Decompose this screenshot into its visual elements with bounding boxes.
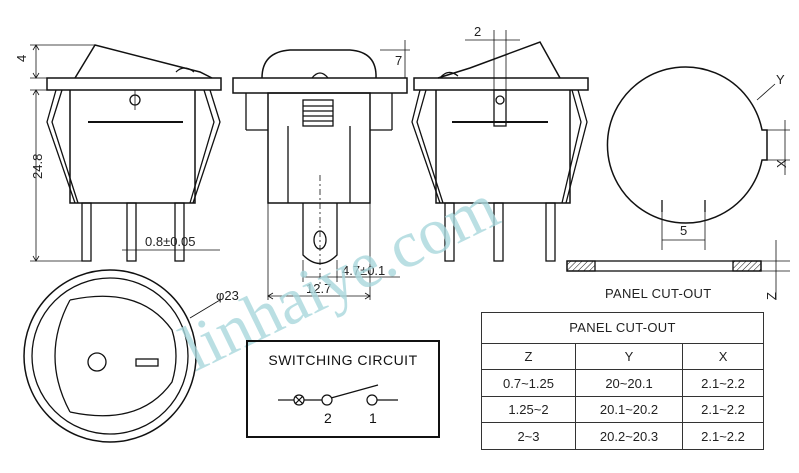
- panel-cutout-view: [566, 66, 790, 300]
- dimension-labels: 4 24.8 0.8±0.05 4.7±0.1 12.7 7 2 φ23 Y X…: [14, 24, 789, 303]
- side-view-right: [411, 30, 589, 262]
- dim-cutout-y-label: Y: [776, 72, 785, 87]
- table-title: PANEL CUT-OUT: [481, 312, 764, 344]
- table-row: 0.7~1.25 20~20.1 2.1~2.2: [481, 369, 764, 397]
- table-header-cell: Y: [574, 342, 684, 371]
- table-cell: 0.7~1.25: [481, 369, 576, 397]
- table-header-cell: X: [682, 342, 764, 371]
- switching-circuit-symbol: [278, 384, 398, 406]
- dim-cutout-x-label: X: [774, 159, 789, 168]
- panel-cutout-label: PANEL CUT-OUT: [605, 286, 712, 301]
- dim-rocker-offset-label: 2: [474, 24, 481, 39]
- dim-cutout-notch-label: 5: [680, 223, 687, 238]
- side-view-left: [30, 44, 222, 262]
- dim-pin-width-label: 0.8±0.05: [145, 234, 196, 249]
- dim-cap-label: 7: [395, 53, 402, 68]
- table-cell: 2~3: [481, 422, 576, 450]
- table-header-row: Z Y X: [481, 342, 764, 371]
- table-header-cell: Z: [481, 342, 576, 371]
- table-cell: 1.25~2: [481, 395, 576, 424]
- dim-total-height-label: 24.8: [30, 154, 45, 179]
- dim-body-width-label: 12.7: [306, 281, 331, 296]
- table-cell: 20.2~20.3: [574, 422, 684, 450]
- dim-pin-spacing-label: 4.7±0.1: [342, 263, 385, 278]
- terminal-1-label: 1: [369, 410, 377, 426]
- table-cell: 2.1~2.2: [682, 395, 764, 424]
- top-view-circle: [23, 269, 221, 443]
- dim-diameter-label: φ23: [216, 288, 239, 303]
- dim-height-label: 4: [14, 55, 29, 62]
- table-cell: 2.1~2.2: [682, 422, 764, 450]
- dim-cutout-z-label: Z: [764, 292, 779, 300]
- switching-circuit-title: SWITCHING CIRCUIT: [268, 352, 418, 368]
- switching-circuit-box: SWITCHING CIRCUIT 2 1: [246, 340, 440, 438]
- front-view-middle: [232, 40, 410, 300]
- terminal-2-label: 2: [324, 410, 332, 426]
- table-row: 2~3 20.2~20.3 2.1~2.2: [481, 422, 764, 450]
- table-cell: 20~20.1: [574, 369, 684, 397]
- table-cell: 2.1~2.2: [682, 369, 764, 397]
- table-row: 1.25~2 20.1~20.2 2.1~2.2: [481, 395, 764, 424]
- panel-cutout-table: PANEL CUT-OUT Z Y X 0.7~1.25 20~20.1 2.1…: [481, 312, 764, 450]
- table-cell: 20.1~20.2: [574, 395, 684, 424]
